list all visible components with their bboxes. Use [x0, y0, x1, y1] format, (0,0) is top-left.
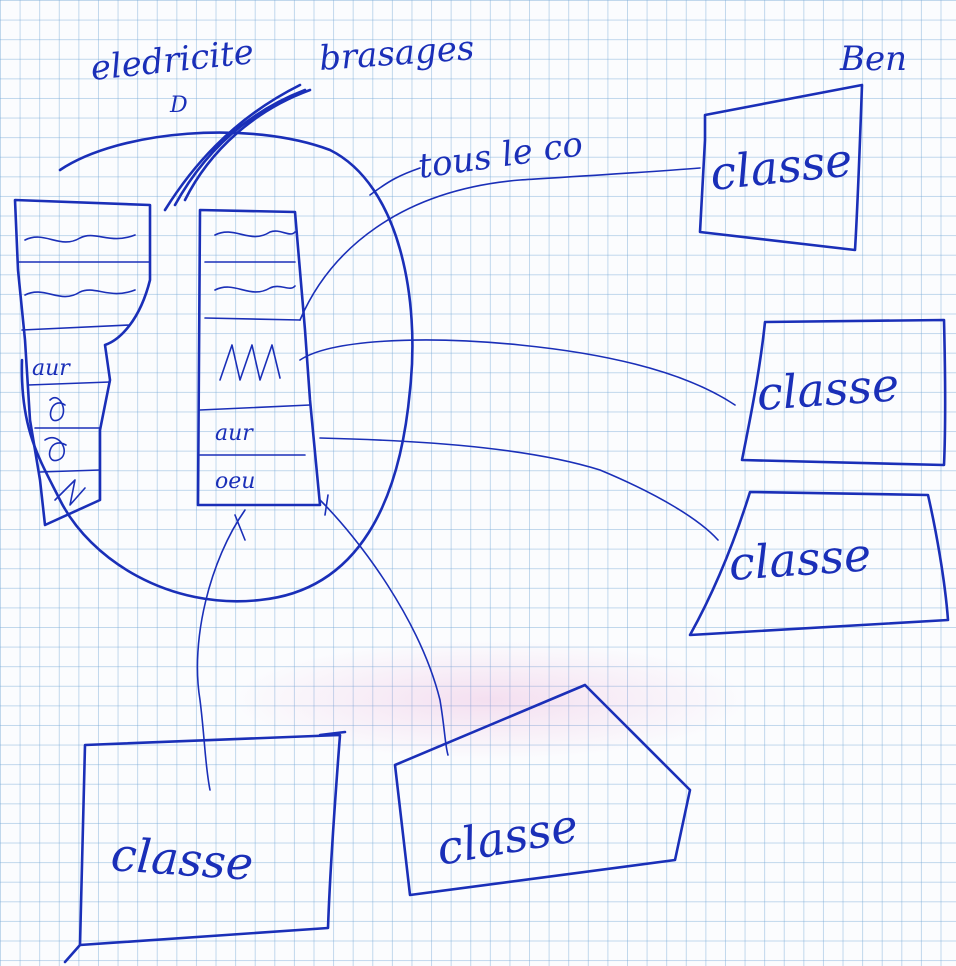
panel-mark-1: aur [215, 421, 254, 446]
left-panel-wave-2 [24, 289, 136, 298]
pink-stain [230, 640, 750, 760]
right-panel [196, 208, 322, 507]
right-panel-line-2 [204, 317, 301, 321]
class-box-right-middle-shape [740, 318, 947, 467]
left-panel-line-5 [39, 469, 101, 473]
panel-mark-2: aur [32, 356, 71, 381]
main-circle [20, 131, 414, 603]
connector-tous [369, 167, 421, 196]
label-brasages: brasages [318, 28, 476, 79]
left-panel-line-2 [21, 324, 131, 331]
label-ben: Ben [839, 39, 907, 79]
connector-right-middle [299, 339, 736, 406]
wire-bottom-left [196, 509, 246, 791]
class-box-right-lower-shape [688, 490, 950, 637]
class-label-top-right: classe [708, 132, 855, 201]
right-panel-line-3 [199, 404, 311, 411]
wire-bottom-stub [234, 494, 329, 541]
right-panel-zigzag [219, 344, 281, 381]
class-label-right-middle: classe [755, 357, 901, 421]
left-panel-scribble-3 [54, 479, 86, 506]
class-label-right-lower: classe [727, 527, 873, 591]
left-panel-scribble-1 [49, 396, 66, 422]
connector-top-right [299, 167, 701, 321]
panel-mark-3: oeu [215, 469, 255, 494]
left-panel-scribble-2 [44, 436, 67, 462]
label-small-mark: D [169, 93, 188, 118]
label-eledricite: eledricite [89, 32, 256, 89]
left-panel-line-3 [27, 381, 111, 386]
right-panel-wave-2 [214, 285, 296, 293]
wire-bottom-right [319, 499, 449, 756]
left-panel-wave-1 [24, 234, 136, 243]
class-box-bottom-middle-shape [393, 683, 692, 897]
class-label-bottom-left: classe [109, 827, 255, 891]
class-box-top-right-shape [698, 83, 864, 252]
wire-top [163, 83, 312, 212]
connector-right-lower [319, 437, 719, 541]
class-label-bottom-middle: classe [433, 798, 583, 876]
class-box-bottom-left-shape [63, 730, 347, 964]
right-panel-wave-1 [214, 230, 296, 238]
left-panel [13, 198, 152, 527]
